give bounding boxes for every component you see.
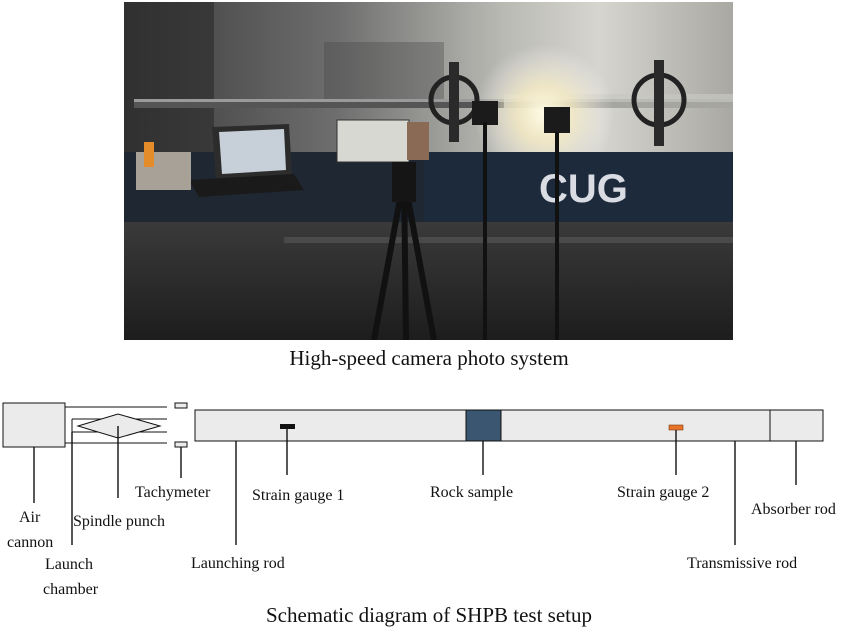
label-strain-gauge-1: Strain gauge 1 <box>252 487 344 504</box>
wall-logo: CUG <box>539 167 628 211</box>
transmissive-rod <box>500 409 771 442</box>
tachymeter-top <box>174 402 188 409</box>
label-absorber-rod: Absorber rod <box>751 501 836 518</box>
strain-gauge-2 <box>668 424 684 431</box>
label-air-cannon-2: cannon <box>7 534 53 551</box>
high-speed-camera-photo: CUG <box>124 2 733 340</box>
label-air-cannon-1: Air <box>19 509 41 526</box>
label-strain-gauge-2: Strain gauge 2 <box>617 484 709 501</box>
rock-sample <box>465 409 502 442</box>
leader-lines <box>33 426 797 545</box>
launching-rod <box>194 409 467 442</box>
label-launch-chamber-1: Launch <box>45 556 93 573</box>
label-spindle-punch: Spindle punch <box>73 513 165 530</box>
label-launching-rod: Launching rod <box>191 555 285 572</box>
strain-gauge-1 <box>280 424 295 429</box>
photo-caption: High-speed camera photo system <box>289 346 569 370</box>
label-transmissive-rod: Transmissive rod <box>687 555 797 572</box>
absorber-rod <box>769 409 824 442</box>
schematic-caption: Schematic diagram of SHPB test setup <box>265 603 593 627</box>
air-cannon <box>2 402 66 448</box>
lab-photo-illustration: CUG <box>124 2 733 340</box>
label-tachymeter: Tachymeter <box>135 484 211 501</box>
tachymeter-bottom <box>174 441 188 448</box>
spindle-punch <box>76 413 162 439</box>
label-rock-sample: Rock sample <box>430 484 513 501</box>
label-launch-chamber-2: chamber <box>43 581 99 598</box>
